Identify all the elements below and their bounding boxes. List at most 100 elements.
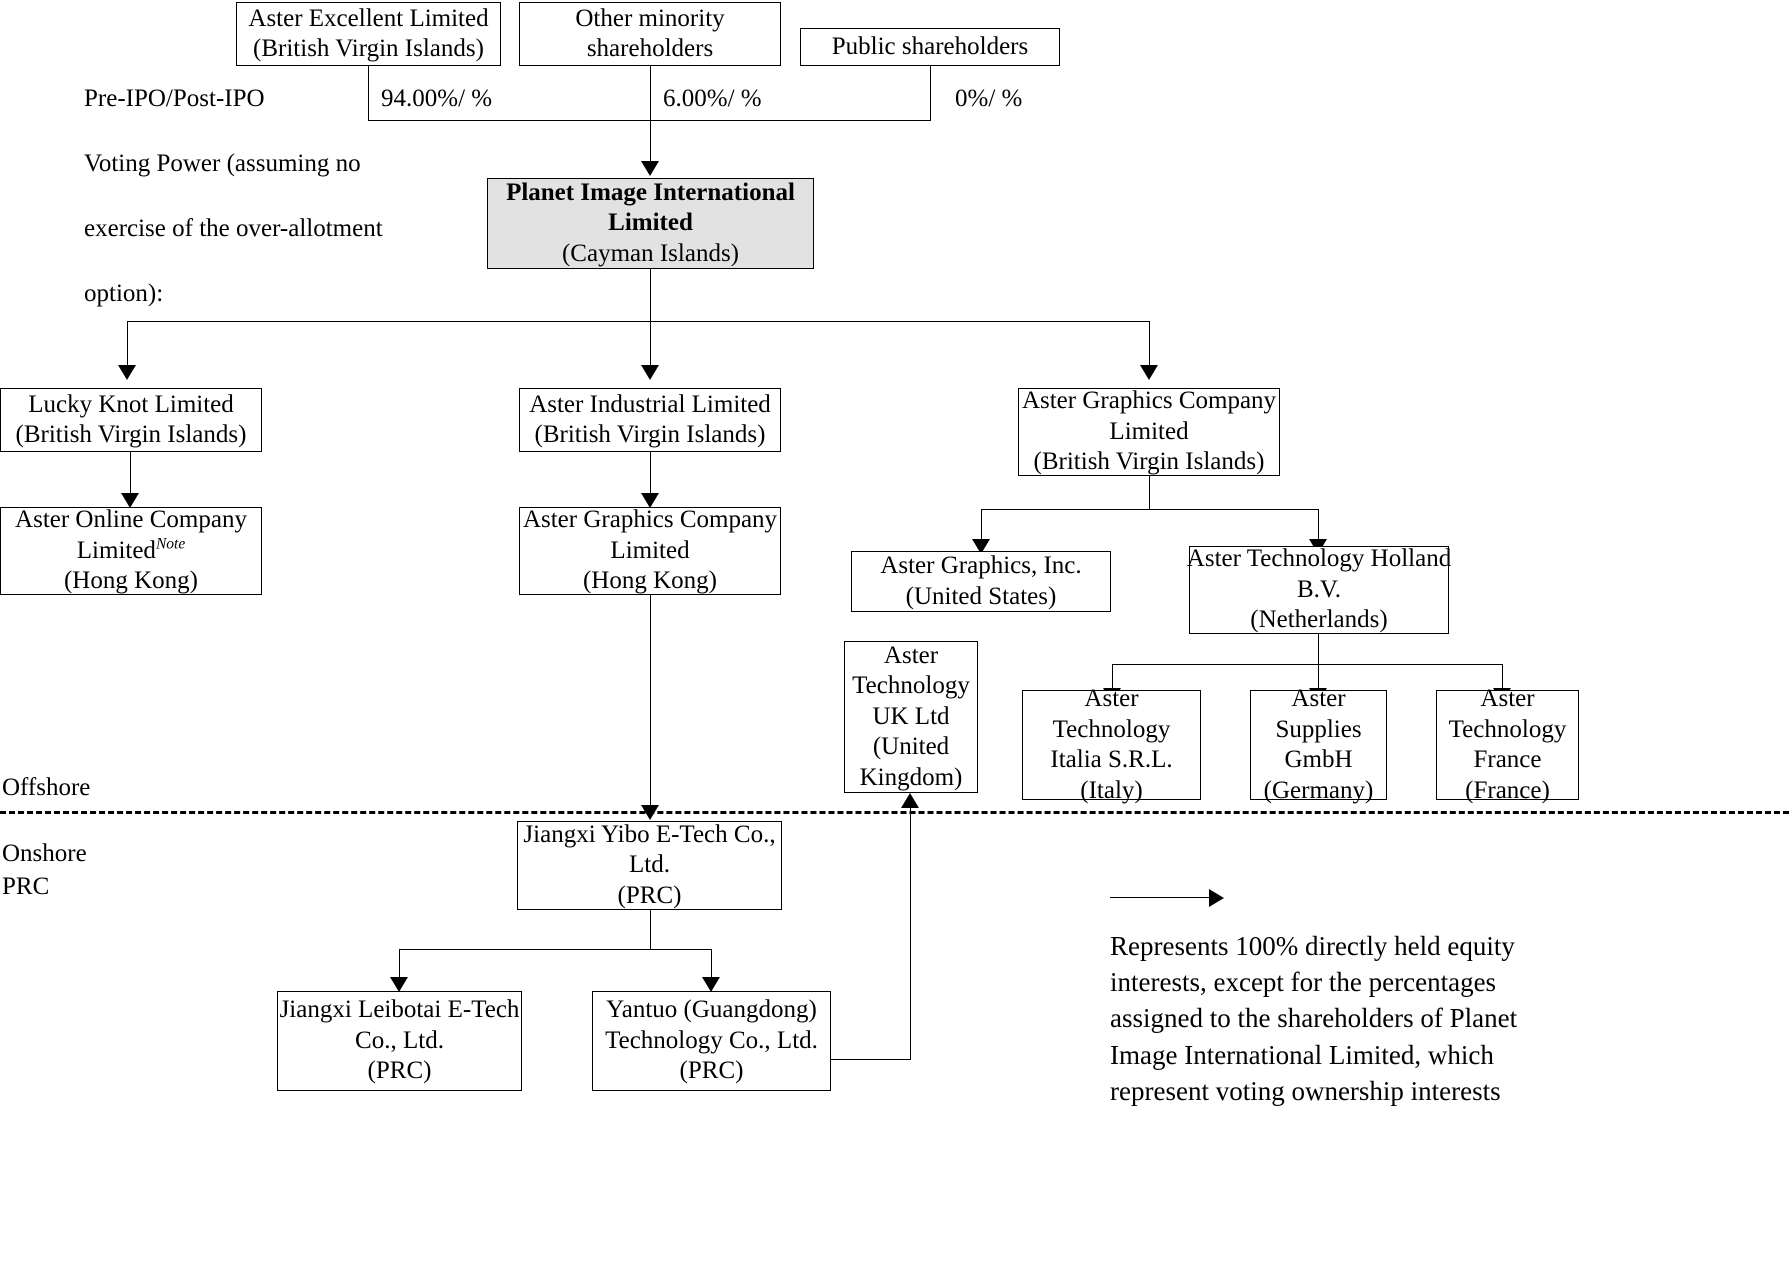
node-aster-online[interactable]: Aster Online Company LimitedNote (Hong K… [0,506,262,595]
voting-power-label: Pre-IPO/Post-IPO Voting Power (assuming … [84,83,384,311]
node-line: Aster Industrial Limited [529,390,771,418]
arrow-to-aster-industrial [641,365,659,380]
connector-graphics-bvi-bus [981,509,1318,510]
node-line: Jiangxi Yibo E-Tech Co., [523,820,776,848]
node-line: Technology [852,672,970,700]
voting-line-4: option): [84,280,164,307]
node-jurisdiction: (United [872,733,950,761]
node-aster-excellent[interactable]: Aster Excellent Limited (British Virgin … [236,2,501,66]
label-onshore-line1: Onshore [2,840,87,867]
node-jurisdiction: (Hong Kong) [63,567,198,595]
node-jurisdiction: (France) [1465,776,1550,804]
node-jiangxi-yibo[interactable]: Jiangxi Yibo E-Tech Co., Ltd. (PRC) [517,821,782,910]
connector-bus-to-leibotai [399,949,400,978]
node-jurisdiction: (Netherlands) [1250,606,1388,634]
connector-bus-to-yantuo [711,949,712,978]
connector-bus-to-italia [1112,664,1113,689]
node-line: shareholders [586,35,714,62]
node-jiangxi-leibotai[interactable]: Jiangxi Leibotai E-Tech Co., Ltd. (PRC) [277,991,522,1091]
node-aster-holland[interactable]: Aster Technology Holland B.V. (Netherlan… [1186,545,1452,634]
connector-yantuo-to-uk-horizontal [831,1059,911,1060]
arrow-to-yantuo [702,977,720,992]
node-jurisdiction: (PRC) [617,881,682,909]
connector-bus-to-france [1502,664,1503,689]
connector-aster-excellent-drop [368,66,369,121]
node-line: Aster [1291,685,1346,712]
node-line: Aster [883,641,939,669]
note-superscript: Note [155,535,186,553]
connector-yibo-bus [399,949,711,950]
node-aster-graphics-bvi[interactable]: Aster Graphics Company Limited (British … [1018,387,1280,476]
node-aster-italia[interactable]: Aster Technology Italia S.R.L. (Italy) [1022,685,1201,804]
connector-tier3-bus [127,321,1149,322]
connector-bus-to-lucky-knot [127,321,128,366]
node-line: Aster Excellent Limited [248,4,489,32]
arrow-to-jiangxi-yibo [641,805,659,820]
percent-aster-excellent: 94.00%/ % [381,85,493,112]
node-line: Planet Image International [506,178,795,206]
legend-arrow-shaft [1110,897,1210,898]
node-line: Aster Online Company [15,506,247,534]
node-line: (British Virgin Islands) [15,421,247,448]
node-line: Technology [1448,715,1567,743]
node-jurisdiction: (Hong Kong) [582,567,717,595]
node-public-shareholders[interactable]: Public shareholders [800,28,1060,66]
node-line: UK Ltd [872,702,950,730]
node-yantuo[interactable]: Yantuo (Guangdong) Technology Co., Ltd. … [592,991,831,1091]
connector-public-drop [930,66,931,121]
connector-bus-to-gmbh [1318,664,1319,689]
node-line: Limited [610,536,690,564]
connector-graphics-hk-to-yibo [650,595,651,817]
arrow-to-planet-image [641,161,659,176]
node-line-text: Limited [76,536,156,564]
connector-graphics-bvi-down [1149,476,1150,510]
connector-bus-to-graphics-inc [981,509,982,540]
connector-other-minority-drop [650,66,651,121]
voting-line-1: Pre-IPO/Post-IPO [84,85,265,112]
node-line: Aster Graphics Company [1021,387,1277,415]
percent-other-minority: 6.00%/ % [663,85,762,112]
node-jurisdiction: Kingdom) [859,763,963,791]
connector-bus-to-planet [650,120,651,162]
connector-yantuo-to-uk-vertical [910,808,911,1060]
node-line: Supplies [1275,715,1362,743]
connector-bus-to-aster-industrial [650,321,651,366]
node-line: B.V. [1296,575,1341,603]
node-aster-industrial[interactable]: Aster Industrial Limited (British Virgin… [519,388,781,452]
node-jurisdiction: (Germany) [1263,776,1374,804]
node-line: Aster [1084,685,1139,712]
label-onshore: Onshore PRC [2,838,87,903]
node-line: Aster Technology Holland [1186,545,1452,573]
node-aster-graphics-hk[interactable]: Aster Graphics Company Limited (Hong Kon… [519,506,781,595]
node-line: (British Virgin Islands) [534,421,766,448]
node-aster-uk[interactable]: Aster Technology UK Ltd (United Kingdom) [844,641,978,793]
node-aster-gmbh[interactable]: Aster Supplies GmbH (Germany) [1250,685,1387,804]
legend-description: Represents 100% directly held equity int… [1110,931,1518,1106]
node-jurisdiction: (United States) [905,582,1057,610]
node-planet-image[interactable]: Planet Image International Limited (Caym… [487,178,814,269]
arrow-to-aster-graphics-inc [972,539,990,554]
node-line: Italia S.R.L. [1050,746,1173,773]
legend-right-arrow-icon [1209,889,1224,907]
voting-line-3: exercise of the over-allotment [84,215,383,242]
node-aster-graphics-inc[interactable]: Aster Graphics, Inc. (United States) [851,551,1111,612]
node-aster-france[interactable]: Aster Technology France (France) [1436,685,1579,804]
node-line-with-note: LimitedNote [77,536,185,567]
arrow-to-aster-uk [901,793,919,808]
arrow-to-aster-graphics-bvi [1140,365,1158,380]
node-jurisdiction: (PRC) [679,1057,744,1085]
node-line: Limited [608,209,693,237]
node-line: Co., Ltd. [355,1026,444,1054]
node-other-minority[interactable]: Other minority shareholders [519,2,781,66]
node-jurisdiction: (Cayman Islands) [561,239,740,267]
connector-planet-down [650,269,651,322]
node-lucky-knot[interactable]: Lucky Knot Limited (British Virgin Islan… [0,388,262,452]
node-jurisdiction: (Italy) [1080,776,1143,804]
connector-aster-industrial-down [650,452,651,494]
connector-yibo-down [650,910,651,950]
node-line: Technology Co., Ltd. [605,1026,818,1054]
arrow-to-aster-graphics-hk [641,493,659,508]
arrow-to-lucky-knot [118,365,136,380]
connector-top-bus [368,120,931,121]
